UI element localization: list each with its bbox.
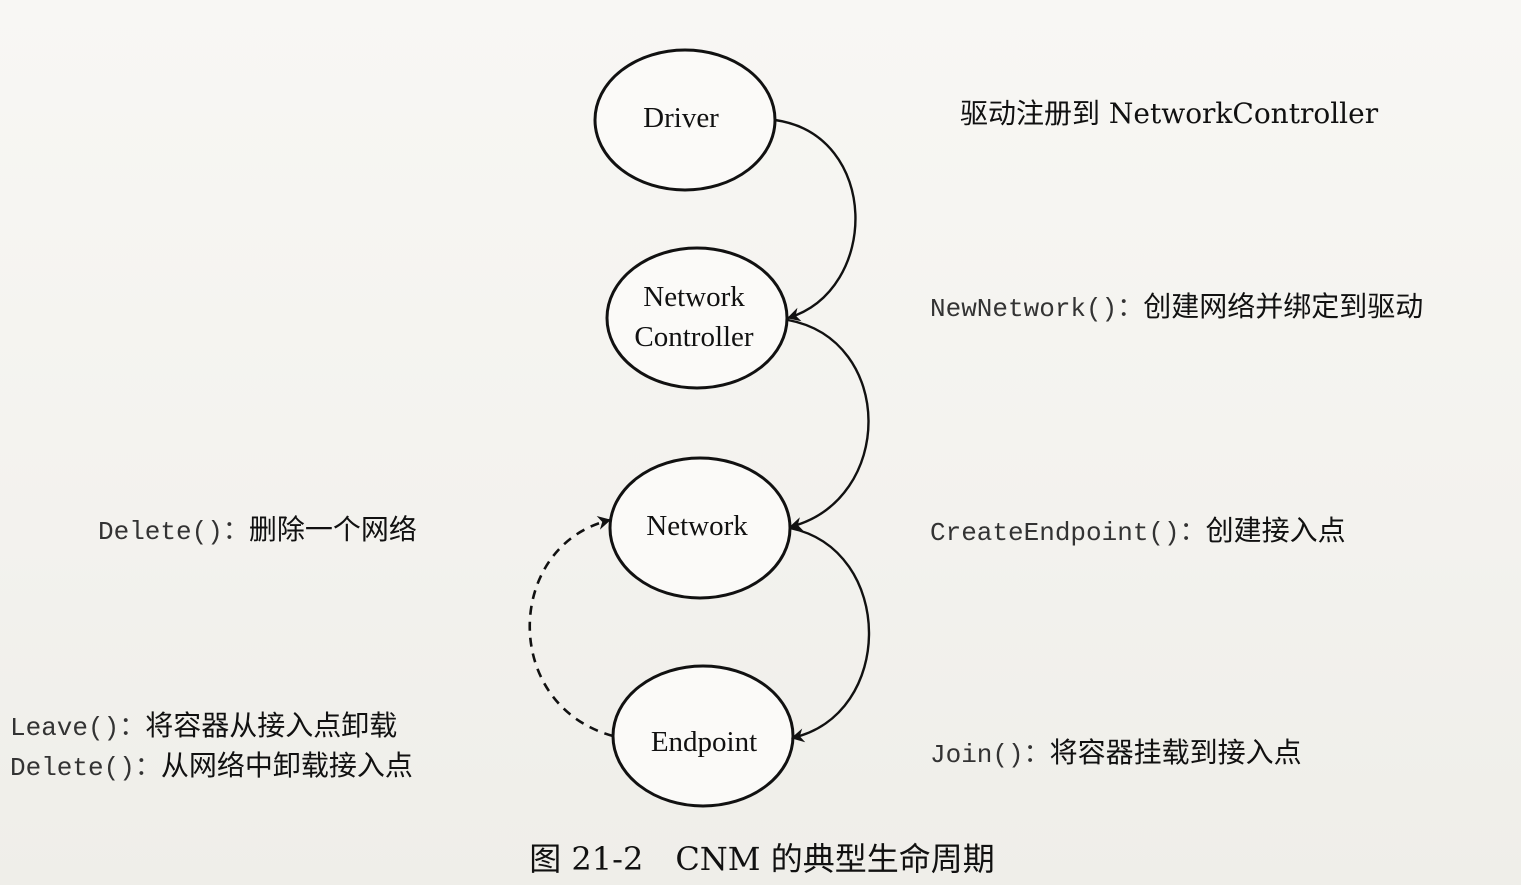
leave-annotation: Leave()：将容器从接入点卸载 [10,709,397,743]
new-network-text: 创建网络并绑定到驱动 [1143,290,1423,323]
delete-network-annotation: Delete()：删除一个网络 [98,513,417,547]
join-text: 将容器挂载到接入点 [1050,736,1302,769]
endpoint-label: Endpoint [651,726,757,758]
delete-endpoint-annotation: Delete()：从网络中卸载接入点 [10,749,413,783]
create-endpoint-code: CreateEndpoint()： [930,518,1206,548]
controller-label-line1: Network [643,281,745,313]
delete-network-text: 删除一个网络 [249,513,417,546]
network-controller-node [605,246,789,390]
controller-label-line2: Controller [634,321,754,353]
leave-code: Leave()： [10,713,145,743]
arc-dashed-endpoint-to-network [528,515,614,738]
figure-caption: 图 21-2 CNM 的典型生命周期 [529,840,995,878]
arc-controller-to-network [787,318,870,531]
join-annotation: Join()：将容器挂载到接入点 [930,736,1302,770]
create-endpoint-annotation: CreateEndpoint()：创建接入点 [930,514,1346,548]
create-endpoint-text: 创建接入点 [1206,514,1346,547]
driver-label: Driver [643,102,719,134]
arc-network-to-endpoint [789,526,871,743]
join-code: Join()： [930,740,1050,770]
delete-endpoint-code: Delete()： [10,753,161,783]
leave-text: 将容器从接入点卸载 [145,709,397,742]
new-network-annotation: NewNetwork()：创建网络并绑定到驱动 [930,290,1423,324]
network-label: Network [646,510,748,542]
delete-endpoint-text: 从网络中卸载接入点 [161,749,413,782]
new-network-code: NewNetwork()： [930,294,1143,324]
arc-driver-to-controller [774,118,857,322]
register-annotation: 驱动注册到 NetworkController [960,97,1379,130]
delete-network-code: Delete()： [98,517,249,547]
